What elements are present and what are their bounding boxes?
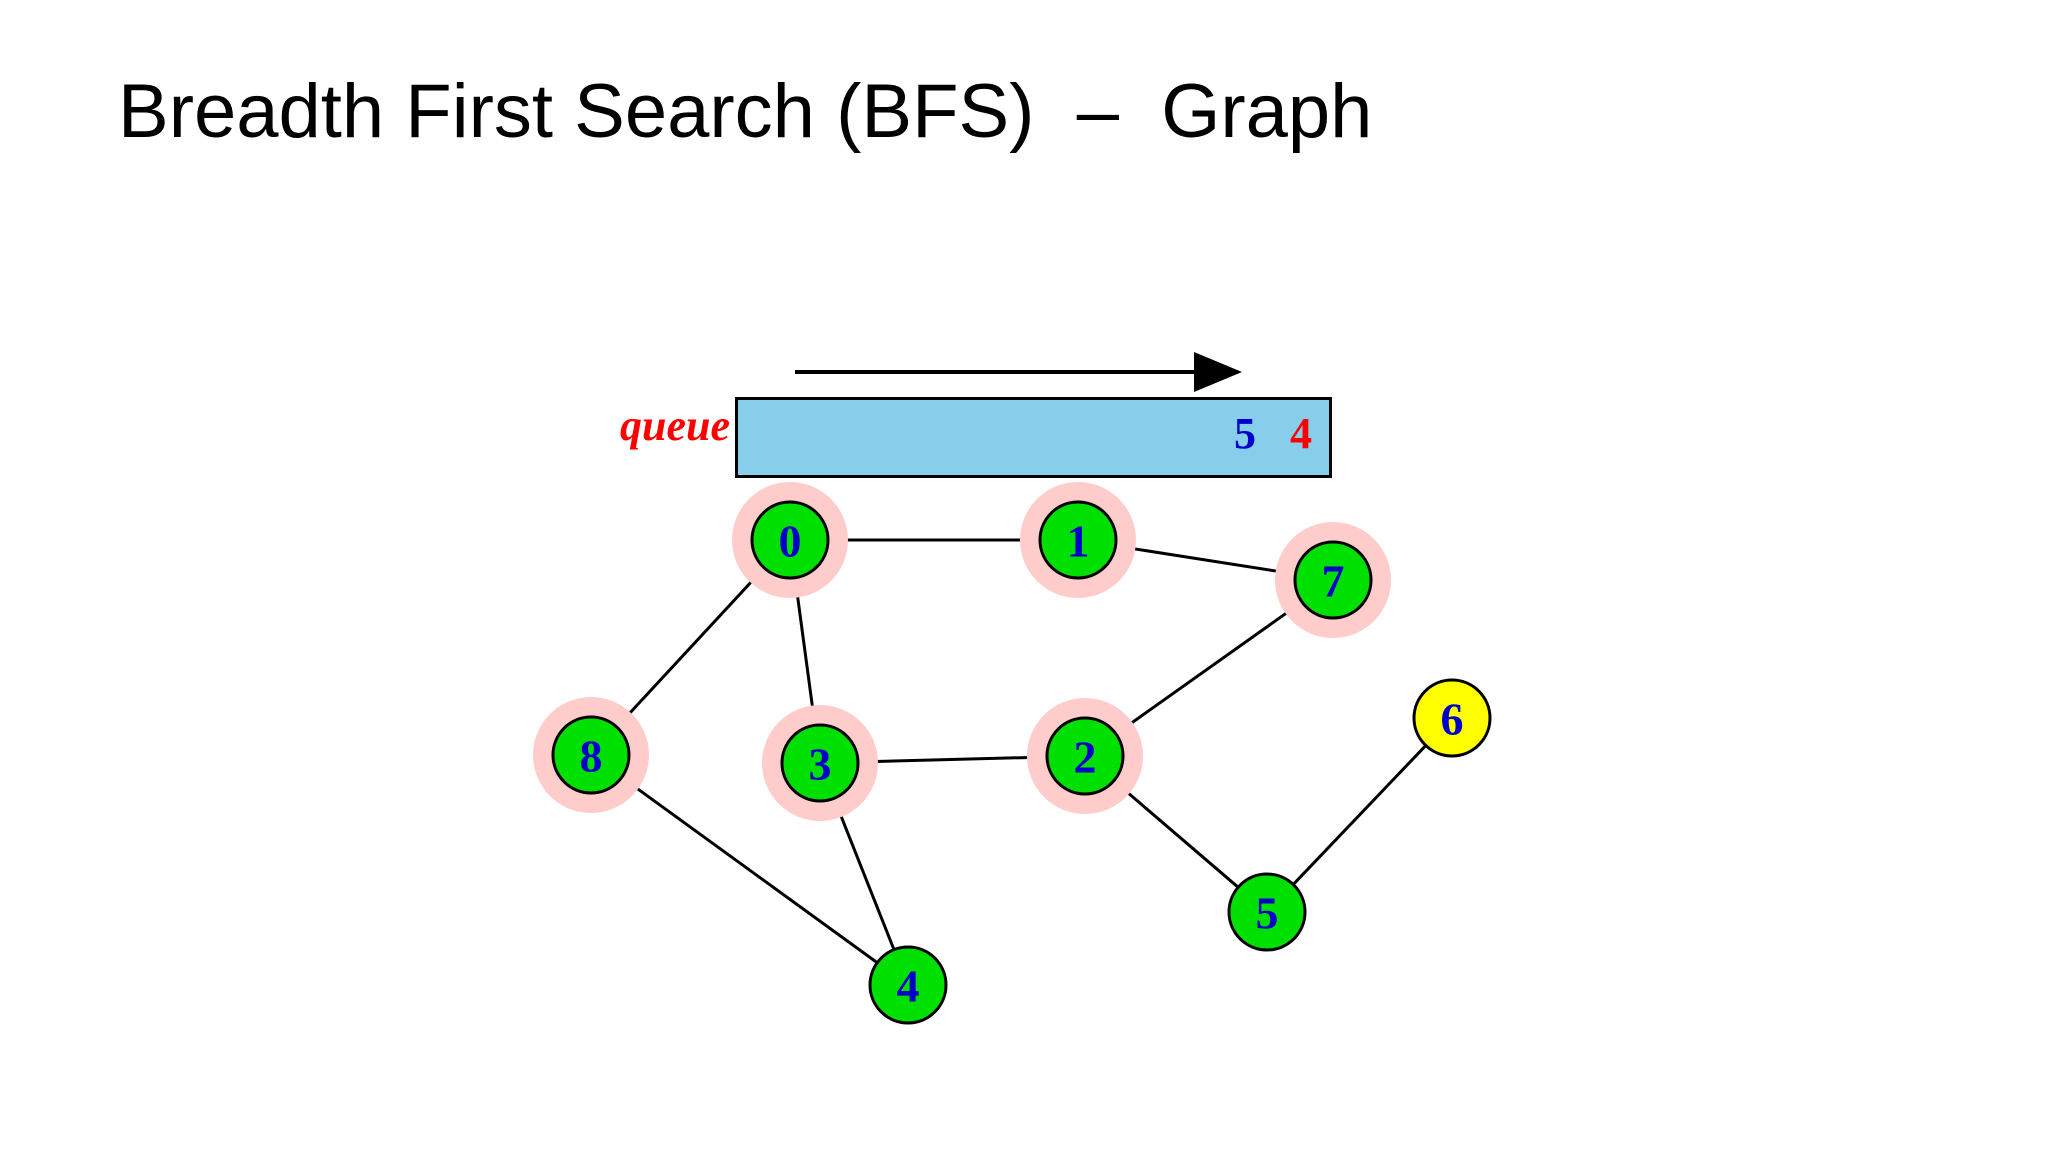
node-circle-7	[1293, 540, 1373, 620]
queue-box: 5 4	[735, 397, 1332, 478]
node-label-4: 4	[897, 961, 920, 1012]
graph-node-6[interactable]: 6	[1412, 678, 1492, 758]
node-label-1: 1	[1067, 516, 1090, 567]
graph-edge-0-8	[614, 565, 767, 730]
page-title: Breadth First Search (BFS) – Graph	[118, 69, 1373, 154]
graph-edges	[614, 538, 1429, 966]
graph-edge-0-3	[793, 575, 817, 728]
node-circle-0	[750, 500, 830, 580]
node-circle-6	[1412, 678, 1492, 758]
node-label-2: 2	[1074, 732, 1097, 783]
node-circle-2	[1045, 716, 1125, 796]
node-label-5: 5	[1256, 888, 1279, 939]
queue-item-1: 4	[1290, 409, 1312, 458]
node-circle-3	[780, 723, 860, 803]
graph-node-halos	[533, 482, 1391, 821]
graph-edge-7-2	[1113, 599, 1305, 737]
queue-item-0: 5	[1234, 409, 1256, 458]
queue-direction-arrow	[795, 352, 1242, 392]
graph-edge-3-4	[831, 795, 897, 953]
node-label-8: 8	[580, 731, 603, 782]
node-label-7: 7	[1322, 556, 1345, 607]
node-circle-5	[1227, 872, 1307, 952]
graph-edge-5-6	[1290, 743, 1429, 887]
graph-edge-3-2	[855, 755, 1050, 764]
graph-node-7[interactable]: 7	[1293, 540, 1373, 620]
graph-node-8[interactable]: 8	[551, 715, 631, 795]
node-circle-1	[1038, 500, 1118, 580]
node-label-6: 6	[1441, 694, 1464, 745]
graph-node-2[interactable]: 2	[1045, 716, 1125, 796]
node-circle-4	[868, 945, 948, 1025]
queue-label: queue	[620, 401, 730, 450]
graph-edge-8-4	[619, 774, 880, 966]
graph-node-3[interactable]: 3	[780, 723, 860, 803]
node-circle-8	[551, 715, 631, 795]
graph-nodes: 0 1 7 8 3 2 6 5 4	[551, 500, 1492, 1025]
graph-node-0[interactable]: 0	[750, 500, 830, 580]
graph-node-5[interactable]: 5	[1227, 872, 1307, 952]
node-label-3: 3	[809, 739, 832, 790]
graph-node-1[interactable]: 1	[1038, 500, 1118, 580]
node-label-0: 0	[779, 516, 802, 567]
graph-node-4[interactable]: 4	[868, 945, 948, 1025]
graph-edge-1-7	[1113, 544, 1298, 576]
graph-edge-2-5	[1111, 778, 1241, 890]
